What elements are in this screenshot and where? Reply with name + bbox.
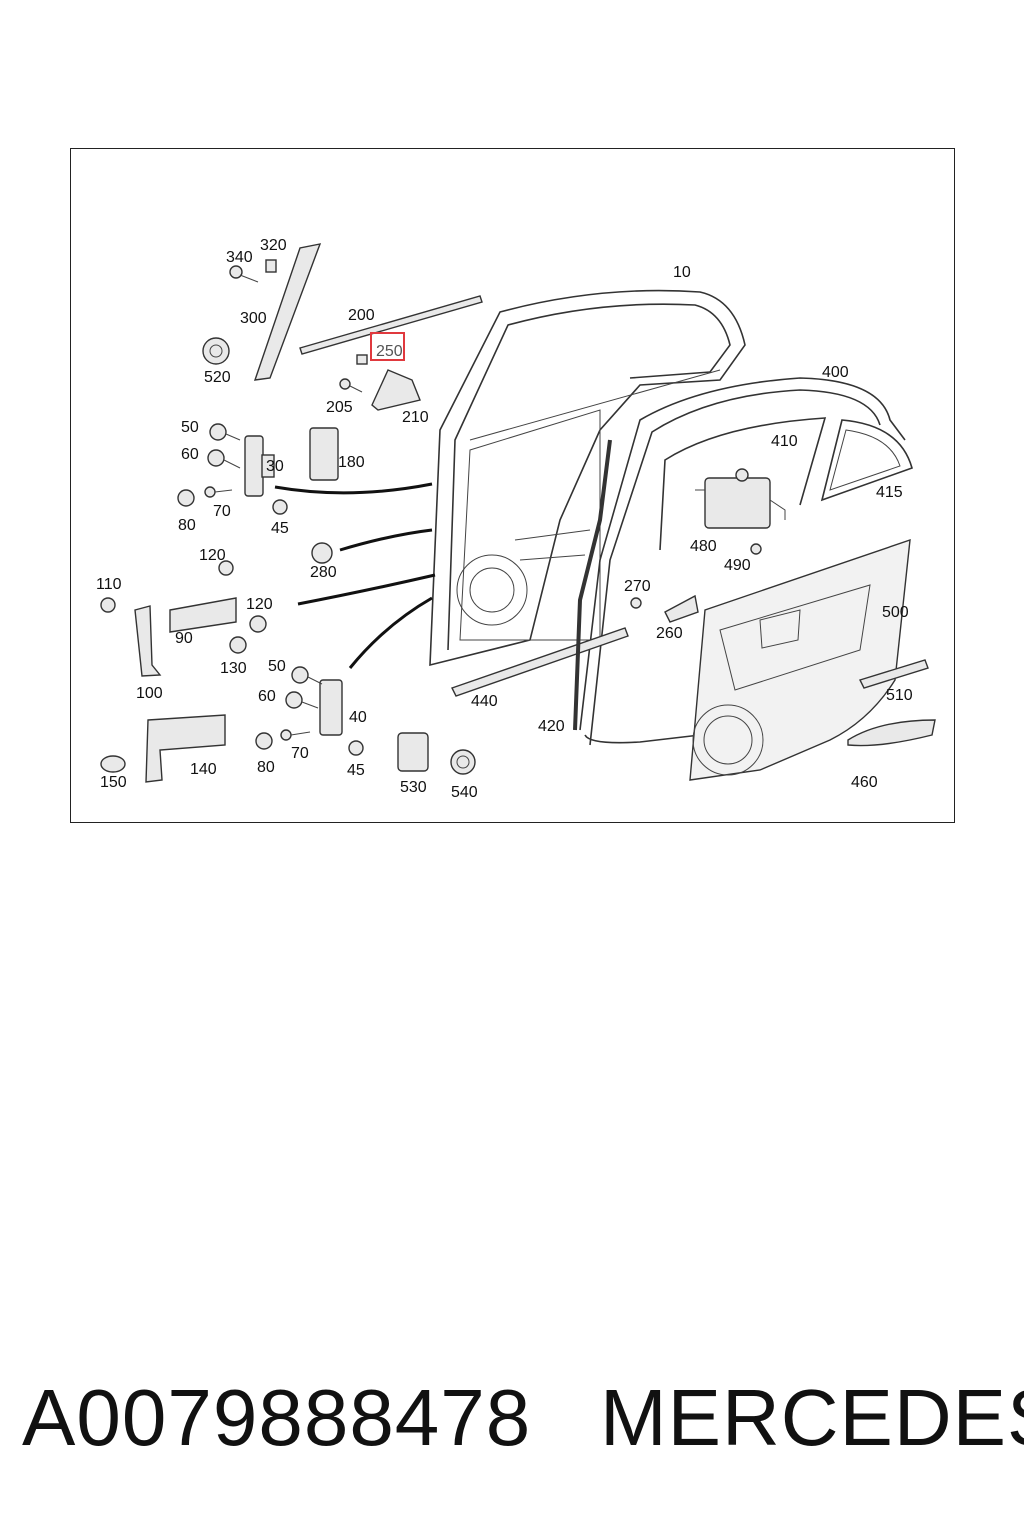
label-320: 320 bbox=[260, 237, 287, 254]
quarter-glass-415 bbox=[820, 419, 913, 502]
label-260: 260 bbox=[656, 625, 683, 642]
label-480: 480 bbox=[690, 538, 717, 555]
label-540: 540 bbox=[451, 784, 478, 801]
label-410: 410 bbox=[771, 433, 798, 450]
label-50-upper: 50 bbox=[181, 419, 199, 436]
window-trim-300 bbox=[253, 243, 322, 381]
label-520: 520 bbox=[204, 369, 231, 386]
label-40: 40 bbox=[349, 709, 367, 726]
door-seal bbox=[579, 377, 906, 746]
grommet-540 bbox=[450, 749, 476, 775]
bracket-140 bbox=[145, 714, 226, 783]
label-10: 10 bbox=[673, 264, 691, 281]
label-70-upper: 70 bbox=[213, 503, 231, 520]
highlight-box bbox=[370, 332, 405, 361]
label-250: 250 bbox=[376, 343, 403, 360]
window-motor-module bbox=[695, 468, 786, 529]
label-50-lower: 50 bbox=[268, 658, 286, 675]
footer: A0079888478 MERCEDES bbox=[22, 1372, 1024, 1472]
window-channel-410 bbox=[659, 417, 827, 551]
clip-280 bbox=[311, 542, 333, 564]
part-labels: 10 340 320 300 520 200 250 205 210 50 60… bbox=[96, 237, 913, 801]
label-205: 205 bbox=[326, 399, 353, 416]
label-60-upper: 60 bbox=[181, 446, 199, 463]
screw-490 bbox=[750, 543, 762, 555]
door-seal-420 bbox=[573, 439, 612, 731]
label-460: 460 bbox=[851, 774, 878, 791]
label-490: 490 bbox=[724, 557, 751, 574]
assembly-arrow-1 bbox=[274, 482, 433, 495]
handle-460 bbox=[847, 719, 936, 747]
label-100: 100 bbox=[136, 685, 163, 702]
label-120-right: 120 bbox=[246, 596, 273, 613]
label-420: 420 bbox=[538, 718, 565, 735]
part-number: A0079888478 bbox=[22, 1373, 532, 1462]
bracket-210 bbox=[371, 369, 421, 411]
plug-150 bbox=[100, 755, 126, 773]
label-130: 130 bbox=[220, 660, 247, 677]
label-45-lower: 45 bbox=[347, 762, 365, 779]
door-sill-strip-440 bbox=[451, 627, 629, 697]
door-check-strap bbox=[100, 560, 267, 677]
label-415: 415 bbox=[876, 484, 903, 501]
bumper-180 bbox=[309, 427, 339, 481]
screw-340 bbox=[229, 265, 259, 283]
label-530: 530 bbox=[400, 779, 427, 796]
label-400: 400 bbox=[822, 364, 849, 381]
label-30: 30 bbox=[266, 458, 284, 475]
label-270: 270 bbox=[624, 578, 651, 595]
label-120-top: 120 bbox=[199, 547, 226, 564]
door-shell bbox=[429, 289, 746, 667]
label-150: 150 bbox=[100, 774, 127, 791]
window-belt-strip-200 bbox=[299, 295, 483, 355]
label-210: 210 bbox=[402, 409, 429, 426]
label-180: 180 bbox=[338, 454, 365, 471]
assembly-arrow-3 bbox=[297, 573, 436, 606]
door-trim-panel bbox=[689, 538, 911, 781]
label-300: 300 bbox=[240, 310, 267, 327]
brand-name: MERCEDES bbox=[600, 1373, 1024, 1462]
clip-250 bbox=[356, 354, 368, 365]
label-280: 280 bbox=[310, 564, 337, 581]
label-140: 140 bbox=[190, 761, 217, 778]
screw-205 bbox=[339, 378, 363, 393]
label-500: 500 bbox=[882, 604, 909, 621]
label-60-lower: 60 bbox=[258, 688, 276, 705]
label-200: 200 bbox=[348, 307, 375, 324]
assembly-arrow-2 bbox=[339, 528, 433, 552]
diagram-frame bbox=[70, 148, 955, 823]
label-340: 340 bbox=[226, 249, 253, 266]
clip-530 bbox=[397, 732, 429, 772]
label-80-upper: 80 bbox=[178, 517, 196, 534]
label-45-upper: 45 bbox=[271, 520, 289, 537]
clip-320 bbox=[265, 259, 277, 273]
label-110: 110 bbox=[96, 576, 122, 593]
grommet-520 bbox=[202, 337, 230, 365]
label-70-lower: 70 bbox=[291, 745, 309, 762]
label-440: 440 bbox=[471, 693, 498, 710]
label-90: 90 bbox=[175, 630, 193, 647]
upper-hinge bbox=[177, 423, 288, 515]
assembly-arrow-4 bbox=[348, 596, 433, 669]
lower-hinge bbox=[255, 666, 364, 756]
label-510: 510 bbox=[886, 687, 913, 704]
label-80-lower: 80 bbox=[257, 759, 275, 776]
bracket-260 bbox=[630, 594, 699, 623]
trim-strip-510 bbox=[859, 659, 929, 689]
